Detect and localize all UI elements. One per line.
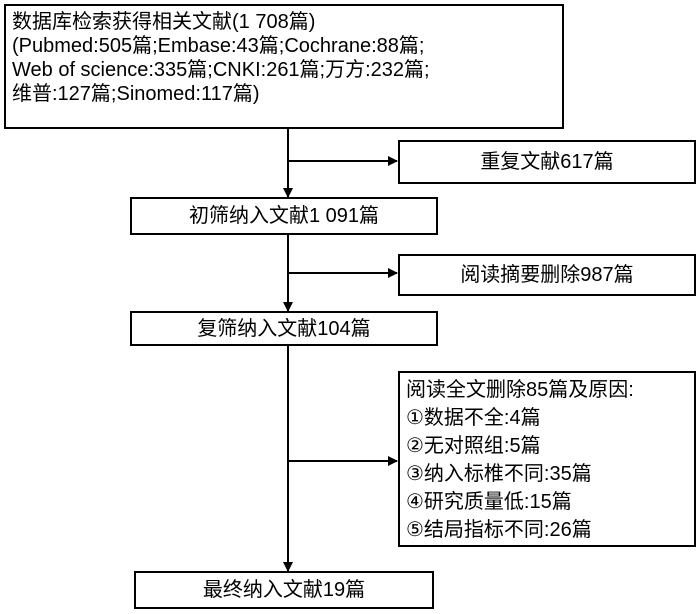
fulltext-reason-4: ④研究质量低:15篇 bbox=[406, 491, 572, 513]
fulltext-excluded-title: 阅读全文删除85篇及原因: bbox=[406, 379, 634, 401]
fulltext-reason-3: ③纳入标椎不同:35篇 bbox=[406, 463, 592, 485]
fulltext-reason-2: ②无对照组:5篇 bbox=[406, 435, 541, 457]
fulltext-reason-1: ①数据不全:4篇 bbox=[406, 407, 541, 429]
abstract-excluded-box: 阅读摘要删除987篇 bbox=[398, 254, 696, 296]
search-results-line-1: 数据库检索获得相关文献(1 708篇) bbox=[12, 11, 316, 33]
search-results-line-4: 维普:127篇;Sinomed:117篇) bbox=[12, 83, 260, 105]
duplicates-box: 重复文献617篇 bbox=[398, 140, 696, 184]
initial-screen-box: 初筛纳入文献1 091篇 bbox=[130, 197, 438, 235]
initial-screen-label: 初筛纳入文献1 091篇 bbox=[188, 205, 380, 227]
second-screen-box: 复筛纳入文献104篇 bbox=[130, 311, 438, 346]
duplicates-label: 重复文献617篇 bbox=[480, 151, 614, 173]
abstract-excluded-label: 阅读摘要删除987篇 bbox=[460, 264, 634, 286]
final-included-label: 最终纳入文献19篇 bbox=[202, 579, 366, 601]
search-results-line-3: Web of science:335篇;CNKI:261篇;万方:232篇; bbox=[12, 59, 430, 81]
search-results-line-2: (Pubmed:505篇;Embase:43篇;Cochrane:88篇; bbox=[12, 35, 425, 57]
fulltext-excluded-box: 阅读全文删除85篇及原因: ①数据不全:4篇 ②无对照组:5篇 ③纳入标椎不同:… bbox=[398, 371, 696, 547]
second-screen-label: 复筛纳入文献104篇 bbox=[197, 317, 371, 340]
search-results-box: 数据库检索获得相关文献(1 708篇) (Pubmed:505篇;Embase:… bbox=[4, 4, 564, 129]
final-included-box: 最终纳入文献19篇 bbox=[134, 571, 434, 609]
fulltext-reason-5: ⑤结局指标不同:26篇 bbox=[406, 519, 592, 541]
